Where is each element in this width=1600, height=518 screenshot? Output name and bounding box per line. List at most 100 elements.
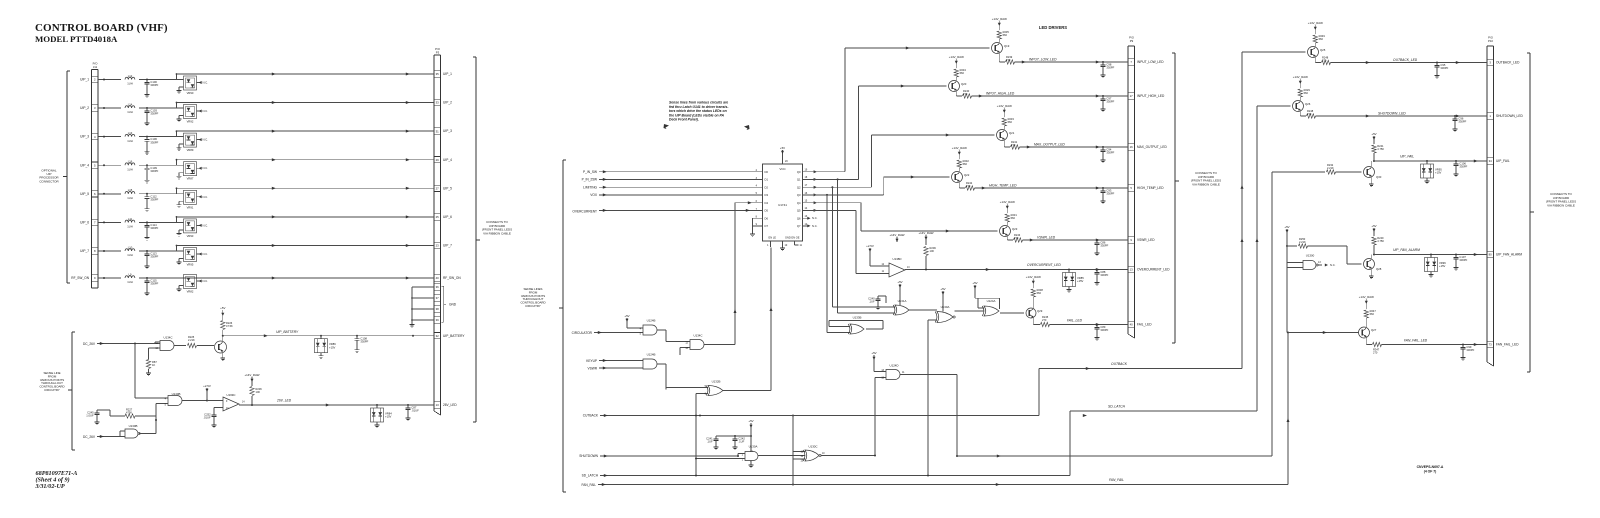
- svg-text:R234: R234: [960, 68, 967, 72]
- svg-text:CONTROL BOARD: CONTROL BOARD: [520, 301, 545, 305]
- svg-text:+14V_RAW: +14V_RAW: [1026, 275, 1041, 279]
- svg-text:UIP_FAIL: UIP_FAIL: [1400, 155, 1414, 159]
- svg-text:5: 5: [94, 163, 96, 167]
- svg-text:12: 12: [155, 342, 158, 345]
- svg-text:1UH: 1UH: [127, 253, 132, 257]
- svg-text:UIP_6: UIP_6: [80, 221, 89, 225]
- svg-text:INPUT_LOW_LED: INPUT_LOW_LED: [1029, 57, 1057, 61]
- svg-text:68P81097E71-A: 68P81097E71-A: [36, 470, 78, 477]
- svg-text:R232: R232: [1327, 163, 1334, 167]
- svg-text:13: 13: [436, 403, 440, 407]
- svg-text:330PF: 330PF: [150, 140, 158, 144]
- svg-text:9: 9: [94, 276, 96, 280]
- svg-text:P/O: P/O: [435, 47, 441, 51]
- svg-text:FROM: FROM: [529, 290, 538, 294]
- svg-text:+14V_RAW: +14V_RAW: [1308, 21, 1323, 25]
- svg-text:13: 13: [881, 369, 884, 372]
- svg-text:+15V: +15V: [385, 415, 392, 419]
- svg-text:330PF: 330PF: [150, 112, 158, 116]
- svg-text:270: 270: [1006, 58, 1011, 62]
- svg-text:330PF: 330PF: [1106, 66, 1114, 70]
- svg-text:40: 40: [1130, 323, 1134, 327]
- svg-text:25: 25: [436, 215, 440, 219]
- svg-text:270: 270: [963, 92, 968, 96]
- svg-text:C114: C114: [150, 223, 157, 227]
- svg-text:OVERCURRENT: OVERCURRENT: [572, 210, 597, 214]
- svg-text:CNVEPS-N697-A: CNVEPS-N697-A: [1417, 465, 1444, 469]
- svg-text:Q26: Q26: [1305, 102, 1311, 106]
- svg-text:VR85: VR85: [1077, 276, 1084, 280]
- svg-text:FROM: FROM: [48, 374, 57, 378]
- svg-text:L16: L16: [128, 160, 133, 164]
- svg-text:U1741: U1741: [778, 203, 787, 207]
- svg-text:R209: R209: [930, 246, 937, 250]
- svg-text:560: 560: [963, 162, 968, 166]
- svg-text:U134C: U134C: [164, 336, 173, 340]
- svg-text:MAX_OUTPUT_LED: MAX_OUTPUT_LED: [1137, 145, 1167, 149]
- svg-text:13: 13: [907, 267, 910, 269]
- svg-text:P_IN_SW: P_IN_SW: [583, 170, 597, 174]
- svg-text:R248: R248: [1322, 55, 1329, 59]
- svg-text:CONNECTS TO: CONNECTS TO: [486, 220, 508, 224]
- svg-text:330PF: 330PF: [150, 169, 158, 173]
- svg-text:VIA RIBBON CABLE: VIA RIBBON CABLE: [1547, 203, 1575, 207]
- svg-text:N.C.: N.C.: [812, 224, 818, 228]
- svg-text:26V_LED: 26V_LED: [276, 399, 292, 403]
- svg-text:UIP_BATTERY: UIP_BATTERY: [276, 330, 299, 334]
- svg-text:UIP_2: UIP_2: [443, 101, 452, 105]
- svg-text:+15V: +15V: [329, 345, 336, 349]
- svg-text:CIRCULATOR: CIRCULATOR: [572, 331, 593, 335]
- svg-text:VR87: VR87: [187, 177, 194, 181]
- svg-text:7: 7: [1130, 60, 1132, 64]
- svg-text:10: 10: [226, 408, 229, 410]
- svg-text:12: 12: [881, 264, 884, 266]
- svg-text:29: 29: [436, 158, 440, 162]
- svg-text:U133B: U133B: [853, 316, 862, 320]
- svg-text:13: 13: [800, 461, 803, 463]
- svg-text:R241: R241: [1011, 140, 1018, 144]
- svg-text:34: 34: [1489, 159, 1493, 163]
- svg-text:+5V: +5V: [624, 314, 629, 318]
- svg-text:D5: D5: [765, 209, 769, 213]
- svg-text:U130C: U130C: [809, 445, 818, 449]
- svg-text:1UH: 1UH: [127, 196, 132, 200]
- svg-text:.1UF: .1UF: [707, 440, 713, 444]
- svg-text:560: 560: [1037, 291, 1042, 295]
- svg-text:R87: R87: [152, 360, 157, 364]
- svg-text:Q23: Q23: [1012, 227, 1018, 231]
- svg-text:UIP_4: UIP_4: [80, 163, 89, 167]
- svg-text:1K: 1K: [152, 363, 155, 367]
- svg-text:9: 9: [226, 401, 228, 403]
- svg-text:16: 16: [805, 192, 808, 195]
- svg-text:SHUTDOWN_LED: SHUTDOWN_LED: [1378, 111, 1406, 115]
- svg-text:C88: C88: [1100, 270, 1105, 274]
- svg-text:C96: C96: [1458, 117, 1463, 121]
- svg-text:+5V: +5V: [871, 351, 876, 355]
- svg-text:330PF: 330PF: [1459, 258, 1467, 262]
- svg-text:N.C.: N.C.: [812, 216, 818, 220]
- svg-text:270: 270: [1373, 351, 1378, 355]
- svg-text:C99: C99: [1466, 345, 1471, 349]
- svg-text:+14V_RAW: +14V_RAW: [1000, 200, 1015, 204]
- svg-text:R235: R235: [1003, 30, 1010, 34]
- svg-text:1UH: 1UH: [127, 167, 132, 171]
- svg-text:UIP_2: UIP_2: [80, 106, 89, 110]
- svg-text:UIP_FAN_ALARM: UIP_FAN_ALARM: [1496, 253, 1522, 257]
- svg-text:U130A: U130A: [749, 445, 758, 449]
- svg-text:R226: R226: [226, 321, 233, 325]
- svg-text:16: 16: [1130, 145, 1134, 149]
- svg-text:GND EN OE: GND EN OE: [785, 236, 800, 240]
- svg-text:U124A: U124A: [987, 299, 996, 303]
- svg-text:10: 10: [785, 244, 788, 247]
- svg-text:C108: C108: [360, 336, 367, 340]
- svg-text:P10: P10: [1488, 39, 1493, 43]
- svg-text:D0: D0: [765, 170, 769, 174]
- svg-text:FAN_FAIL: FAN_FAIL: [581, 483, 596, 487]
- svg-text:+14V_RAW: +14V_RAW: [244, 373, 259, 377]
- svg-text:2: 2: [756, 169, 758, 172]
- svg-text:D6: D6: [765, 216, 769, 220]
- svg-text:17: 17: [1130, 94, 1134, 98]
- svg-text:14: 14: [750, 451, 753, 453]
- svg-text:OPTIONAL: OPTIONAL: [41, 169, 57, 173]
- svg-text:D1: D1: [765, 178, 769, 182]
